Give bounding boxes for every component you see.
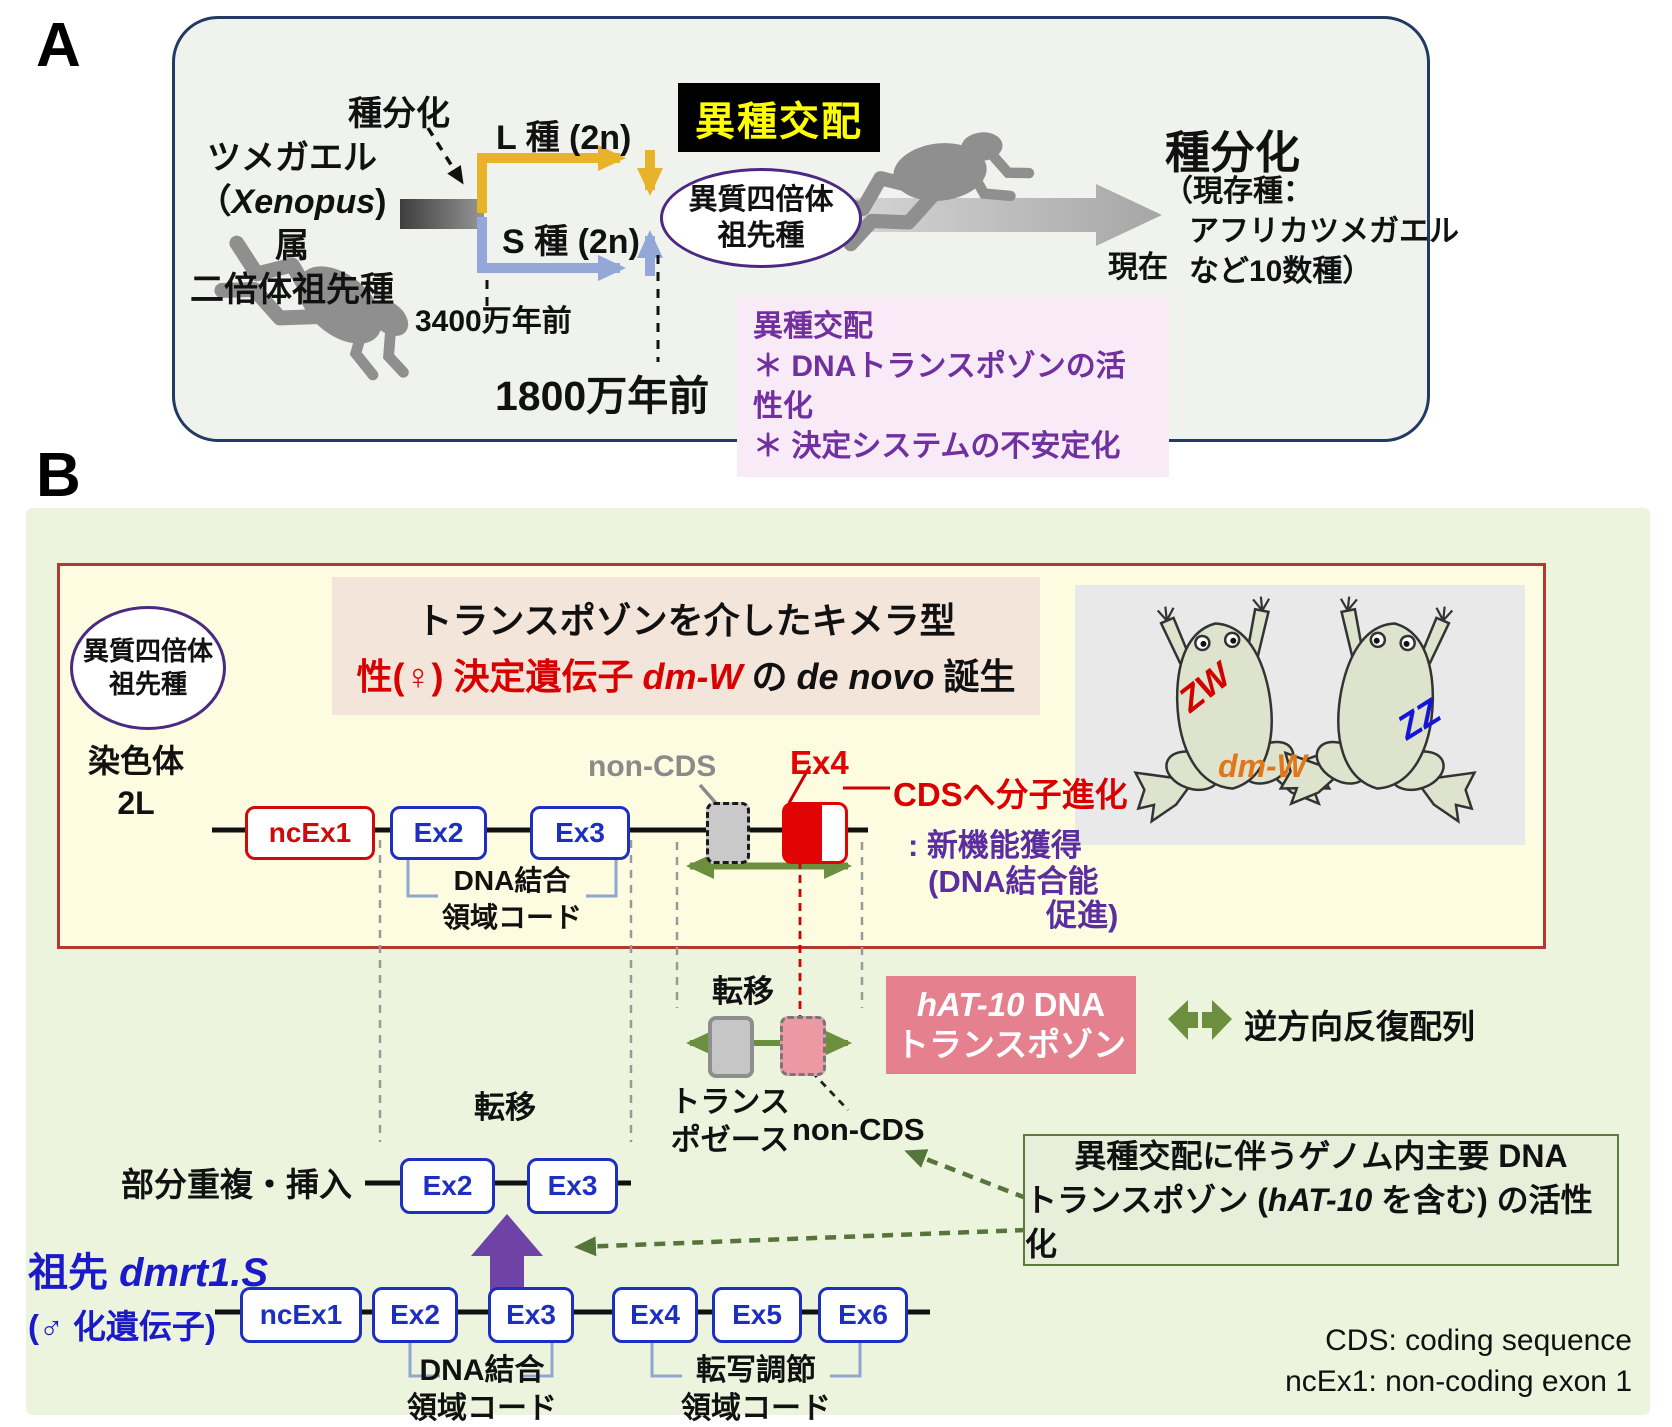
ancestral-gene-label: 祖先 dmrt1.S: [28, 1251, 269, 1295]
now-label: 現在: [1108, 251, 1168, 284]
transposase-label: トランス ポゼース: [670, 1086, 790, 1157]
title-line1: トランスポゾンを介したキメラ型: [416, 600, 956, 641]
chromosome-2l-label: 染色体 2L: [87, 743, 184, 821]
dna-binding-region-top: DNA結合 領域コード: [441, 865, 582, 933]
dup-exon-ex2: Ex2: [400, 1158, 495, 1214]
speciation-big-label: 種分化: [1165, 127, 1301, 178]
top-ex4-label: Ex4: [790, 744, 849, 781]
l-species-label: L 種 (2n): [496, 119, 632, 157]
frog-illustration-panel: [1075, 585, 1525, 845]
xenopus-italic: Xenopus: [231, 183, 376, 221]
promotion-label: 促進): [1046, 898, 1119, 933]
mya-3400-label: 3400万年前: [415, 305, 572, 338]
panel-b-label: B: [36, 441, 81, 510]
hybridization-note-box: 異種交配 ＊ DNAトランスポゾンの活性化 ＊ 決定システムの不安定化: [737, 297, 1169, 477]
top-exon-ncex1: ncEx1: [245, 806, 375, 860]
title-line2: 性(♀) 決定遺伝子 dm-W の de novo 誕生: [356, 656, 1016, 697]
dna-binding-region-bottom: DNA結合 領域コード: [407, 1354, 557, 1425]
top-noncds-box: [706, 802, 750, 864]
transposition-label-mid: 転移: [474, 1090, 536, 1125]
bottom-exon-ex3: Ex3: [488, 1287, 574, 1343]
cds-evolution-label: CDSへ分子進化: [893, 776, 1128, 813]
extant-species-label: （現存種： アフリカツメガエル など10数種）: [1163, 175, 1459, 288]
transposase-box: [708, 1016, 754, 1078]
s-species-label: S 種 (2n): [502, 223, 640, 261]
diploid-ancestor-label: ツメガエル （Xenopus) 属 二倍体祖先種: [190, 139, 394, 309]
transcription-region-label: 転写調節 領域コード: [681, 1354, 831, 1425]
hybridization-banner: 異種交配: [678, 83, 880, 152]
abbreviation-notes: CDS: coding sequence ncEx1: non-coding e…: [1285, 1324, 1632, 1398]
dup-exon-ex3: Ex3: [527, 1158, 618, 1214]
noncds-bottom-label: non-CDS: [792, 1112, 925, 1147]
bottom-exon-ex6: Ex6: [818, 1287, 908, 1343]
mya-1800-label: 1800万年前: [495, 373, 710, 419]
top-noncds-label: non-CDS: [588, 750, 717, 783]
transposition-label-top: 転移: [712, 974, 774, 1009]
partial-duplication-label: 部分重複・挿入: [121, 1166, 352, 1203]
top-exon-ex2: Ex2: [390, 806, 487, 860]
panel-b-title-box: トランスポゾンを介したキメラ型 性(♀) 決定遺伝子 dm-W の de nov…: [332, 577, 1040, 715]
inverted-repeat-legend-label: 逆方向反復配列: [1244, 1008, 1475, 1045]
dna-binding-ability-label: (DNA結合能: [928, 864, 1099, 899]
allotetraploid-ellipse-a: 異質四倍体 祖先種: [660, 168, 862, 268]
activation-box: 異種交配に伴うゲノム内主要 DNA トランスポゾン (hAT-10 を含む) の…: [1023, 1134, 1619, 1266]
panel-a-label: A: [36, 11, 81, 80]
allotetraploid-ellipse-b: 異質四倍体 祖先種: [70, 606, 226, 730]
dmw-frog-label: dm-W: [1218, 748, 1307, 784]
masculinizing-gene-label: (♂ 化遺伝子): [28, 1308, 216, 1345]
bottom-exon-ncex1: ncEx1: [240, 1287, 362, 1343]
bottom-exon-ex2: Ex2: [372, 1287, 458, 1343]
hat10-transposon-box: hAT-10 DNA トランスポゾン: [886, 976, 1136, 1074]
speciation-small-label: 種分化: [348, 95, 450, 133]
bottom-exon-ex4: Ex4: [612, 1287, 698, 1343]
bottom-exon-ex5: Ex5: [712, 1287, 802, 1343]
top-exon-ex3: Ex3: [530, 806, 630, 860]
transposon-noncds-box: [780, 1016, 826, 1076]
new-function-label: : 新機能獲得: [908, 828, 1082, 863]
top-ex4-box: [782, 802, 848, 864]
dmw-gene-name: dm-W: [642, 656, 743, 697]
